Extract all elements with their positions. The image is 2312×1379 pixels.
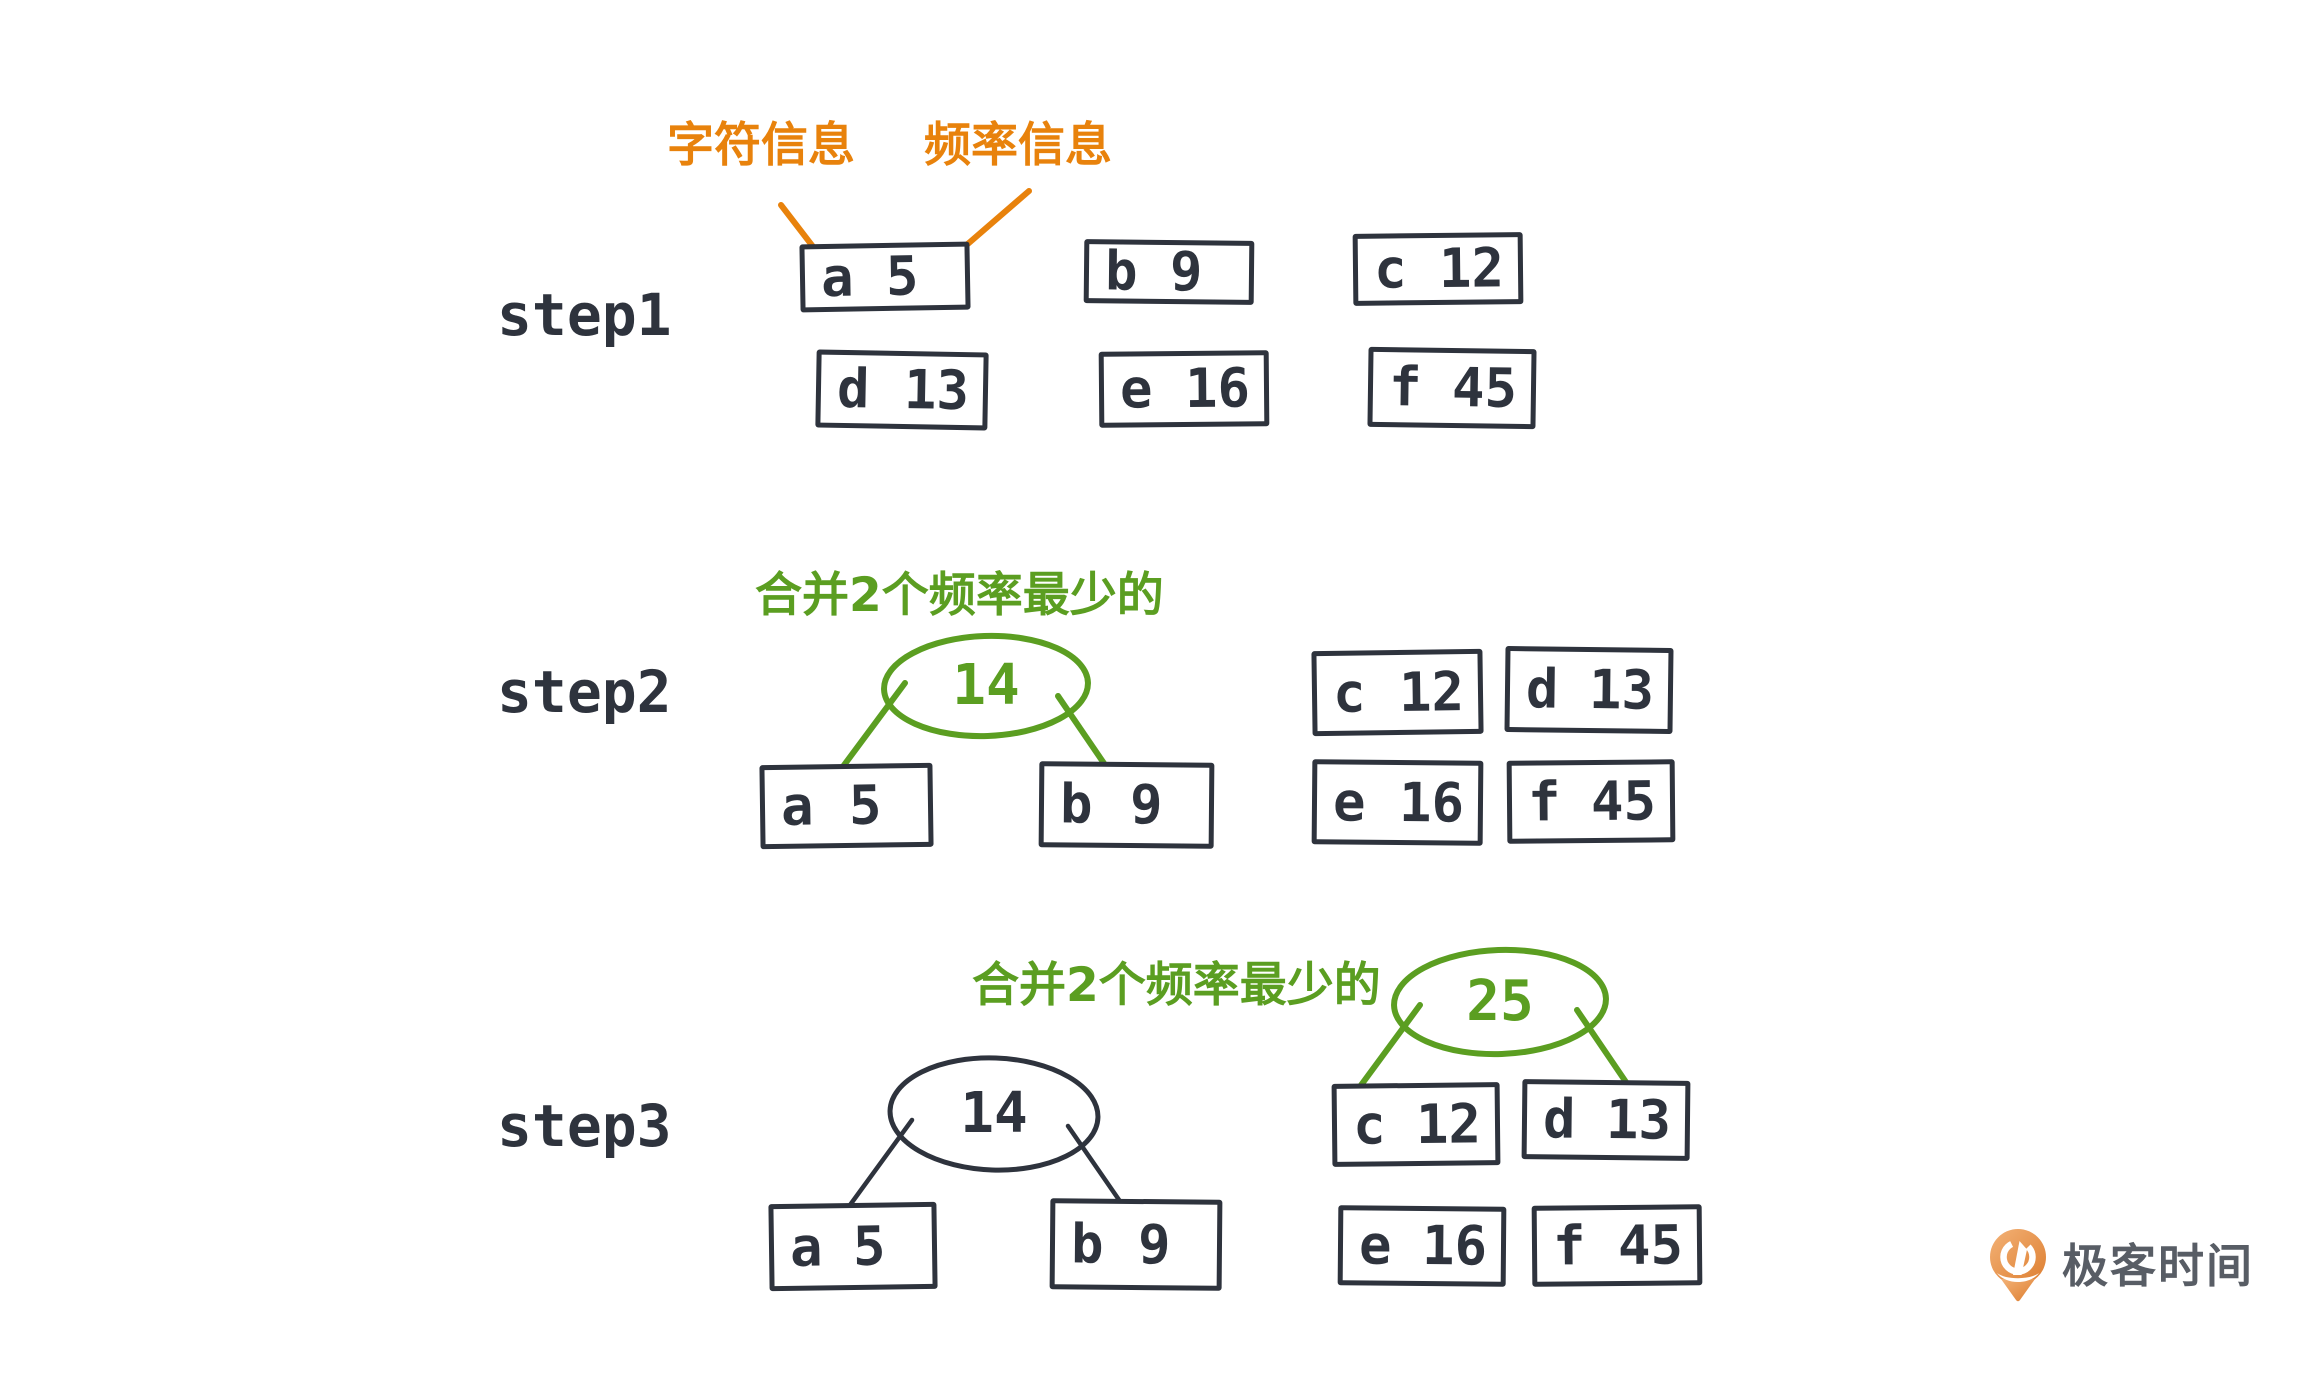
node-char: e xyxy=(1119,357,1153,421)
node-char: d xyxy=(836,356,871,421)
step3-node-25-ellipse xyxy=(1391,946,1609,1058)
node-char: f xyxy=(1552,1213,1586,1278)
node-char: b xyxy=(1070,1211,1104,1276)
step3-node-14-value: 14 xyxy=(960,1081,1028,1146)
step3-box-f: f 45 xyxy=(1531,1204,1703,1287)
node-freq: 5 xyxy=(885,244,920,308)
node-char: c xyxy=(1332,660,1366,725)
node-char: e xyxy=(1358,1213,1392,1277)
node-freq: 12 xyxy=(1398,659,1465,724)
node-char: d xyxy=(1525,657,1559,721)
node-freq: 16 xyxy=(1398,770,1465,835)
step3-edge-25-d xyxy=(1574,1007,1633,1091)
step1-box-f: f 45 xyxy=(1367,346,1537,430)
node-char: c xyxy=(1352,1092,1386,1157)
geektime-logo-text: 极客时间 xyxy=(2062,1239,2254,1293)
step3-box-c: c 12 xyxy=(1331,1082,1501,1167)
step2-box-e: e 16 xyxy=(1311,759,1484,846)
step2-label: step2 xyxy=(497,658,672,726)
step3-box-d: d 13 xyxy=(1521,1079,1691,1161)
node-freq: 9 xyxy=(1169,240,1203,304)
step2-node-14-value: 14 xyxy=(952,653,1020,718)
node-char: a xyxy=(820,245,855,310)
step3-edge-14-a xyxy=(839,1117,915,1219)
node-char: f xyxy=(1388,355,1422,419)
node-freq: 12 xyxy=(1415,1091,1482,1156)
geektime-logo-icon xyxy=(1990,1229,2046,1302)
node-freq: 16 xyxy=(1421,1214,1488,1278)
node-char: e xyxy=(1332,769,1366,834)
node-char: d xyxy=(1542,1087,1576,1151)
step1-label: step1 xyxy=(497,281,672,349)
node-freq: 12 xyxy=(1438,236,1505,300)
step2-node-14-ellipse xyxy=(881,632,1091,740)
step3-merge-hint: 合并2个频率最少的 xyxy=(972,958,1381,1013)
freq-info-label: 频率信息 xyxy=(924,118,1112,173)
step3-node-14-ellipse xyxy=(887,1055,1101,1173)
step3-edge-25-c xyxy=(1353,1002,1423,1095)
node-freq: 45 xyxy=(1590,768,1657,833)
node-char: b xyxy=(1104,239,1138,303)
node-freq: 9 xyxy=(1137,1212,1171,1276)
step2-box-c: c 12 xyxy=(1311,648,1484,737)
node-char: a xyxy=(789,1214,823,1279)
step1-box-c: c 12 xyxy=(1352,232,1524,306)
step2-merge-hint: 合并2个频率最少的 xyxy=(755,568,1164,623)
node-freq: 45 xyxy=(1617,1212,1684,1277)
node-freq: 5 xyxy=(848,773,882,837)
step1-box-d: d 13 xyxy=(815,349,989,431)
node-char: b xyxy=(1059,772,1093,836)
step3-edge-14-b xyxy=(1065,1123,1129,1213)
step3-node-25-value: 25 xyxy=(1466,969,1534,1034)
step2-box-f: f 45 xyxy=(1506,759,1676,844)
node-char: a xyxy=(780,774,814,838)
node-char: c xyxy=(1373,237,1407,301)
node-freq: 45 xyxy=(1451,356,1518,420)
step1-box-e: e 16 xyxy=(1098,350,1270,428)
node-char: f xyxy=(1527,769,1561,834)
char-info-label: 字符信息 xyxy=(667,118,855,173)
step3-label: step3 xyxy=(497,1092,672,1160)
node-freq: 9 xyxy=(1129,773,1163,837)
node-freq: 5 xyxy=(852,1214,886,1278)
node-freq: 13 xyxy=(903,358,970,423)
node-freq: 16 xyxy=(1184,356,1251,420)
step2-box-d: d 13 xyxy=(1504,645,1674,735)
node-freq: 13 xyxy=(1605,1088,1672,1152)
step3-box-e: e 16 xyxy=(1337,1205,1507,1287)
geektime-logo: 极客时间 xyxy=(1986,1228,2254,1304)
node-freq: 13 xyxy=(1588,658,1655,722)
